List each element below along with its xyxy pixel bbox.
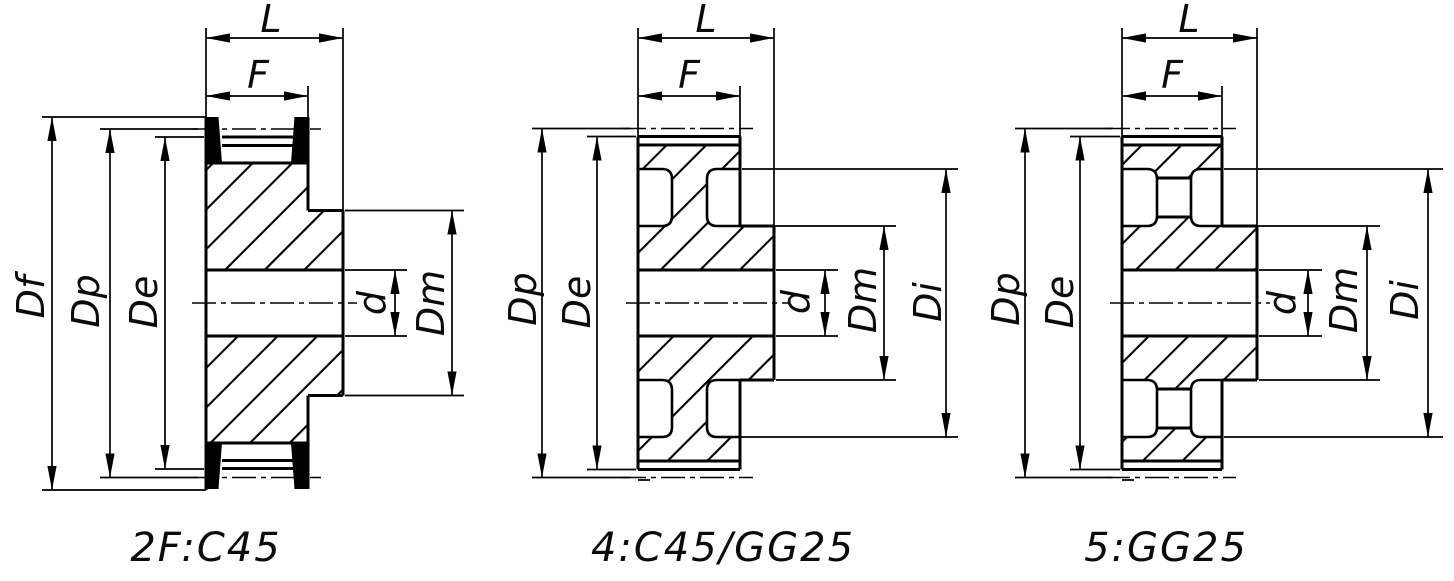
centerlines [192,128,357,479]
dim-label-Dp: Dp [501,272,545,325]
extension-lines [1015,28,1443,481]
web-window-faces [1157,178,1191,428]
dim-label-De: De [122,276,166,329]
pulley-section-5-gg25: L F Dp De d Dm Di 5:GG25 [984,0,1443,571]
pulley-caption: 2F:C45 [130,525,281,571]
extension-lines [532,28,958,481]
dim-label-d: d [350,290,394,315]
dim-label-Dp: Dp [984,272,1028,325]
section-hatch-area [206,163,343,443]
dim-label-Dm: Dm [841,267,885,333]
pulley-section-2f-c45: L F Df Dp De d Dm 2F:C45 [9,0,464,571]
dim-label-De: De [1038,276,1082,329]
dimension-lines [1020,33,1433,478]
dim-label-F: F [1161,53,1184,97]
dim-label-L: L [695,0,716,41]
extension-lines [42,28,464,491]
dim-label-Di: Di [906,282,950,322]
dim-label-F: F [247,53,270,97]
flange-profiles [204,117,309,489]
dimension-lines [537,33,951,478]
web-recesses [636,167,742,439]
pulley-caption: 4:C45/GG25 [591,525,855,571]
pulley-caption: 5:GG25 [1084,525,1248,571]
centerlines [622,127,790,479]
dim-label-Dp: Dp [64,274,108,327]
dimension-lines [47,33,457,490]
dim-label-F: F [678,53,701,97]
dim-label-L: L [1178,0,1199,41]
pulley-section-4-c45-gg25: L F Dp De d Dm Di 4:C45/GG25 [501,0,958,571]
dim-label-Dm: Dm [409,270,453,336]
centerlines [1106,127,1270,479]
dim-label-d: d [774,289,818,314]
dim-label-Di: Di [1383,280,1427,320]
dim-label-Df: Df [9,270,53,318]
dim-label-d: d [1260,290,1304,315]
dim-label-L: L [260,0,281,41]
dim-label-Dm: Dm [1322,267,1366,333]
dim-label-De: De [555,276,599,329]
